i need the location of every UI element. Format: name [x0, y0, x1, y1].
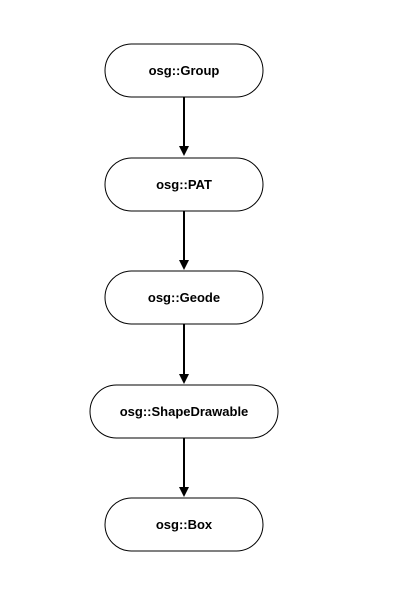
- arrowhead-icon: [179, 260, 189, 270]
- node-osg-geode: osg::Geode: [104, 270, 264, 325]
- edge-group-to-pat: [179, 97, 189, 156]
- arrowhead-icon: [179, 146, 189, 156]
- edge-shapedrawable-to-box: [179, 438, 189, 497]
- node-label: osg::Geode: [148, 290, 220, 305]
- node-osg-shapedrawable: osg::ShapeDrawable: [89, 384, 279, 439]
- node-label: osg::Group: [149, 63, 220, 78]
- edge-pat-to-geode: [179, 211, 189, 270]
- edge-geode-to-shapedrawable: [179, 324, 189, 384]
- node-osg-box: osg::Box: [104, 497, 264, 552]
- node-label: osg::ShapeDrawable: [120, 404, 249, 419]
- node-osg-pat: osg::PAT: [104, 157, 264, 212]
- node-osg-group: osg::Group: [104, 43, 264, 98]
- node-label: osg::PAT: [156, 177, 212, 192]
- node-label: osg::Box: [156, 517, 213, 532]
- arrowhead-icon: [179, 374, 189, 384]
- arrowhead-icon: [179, 487, 189, 497]
